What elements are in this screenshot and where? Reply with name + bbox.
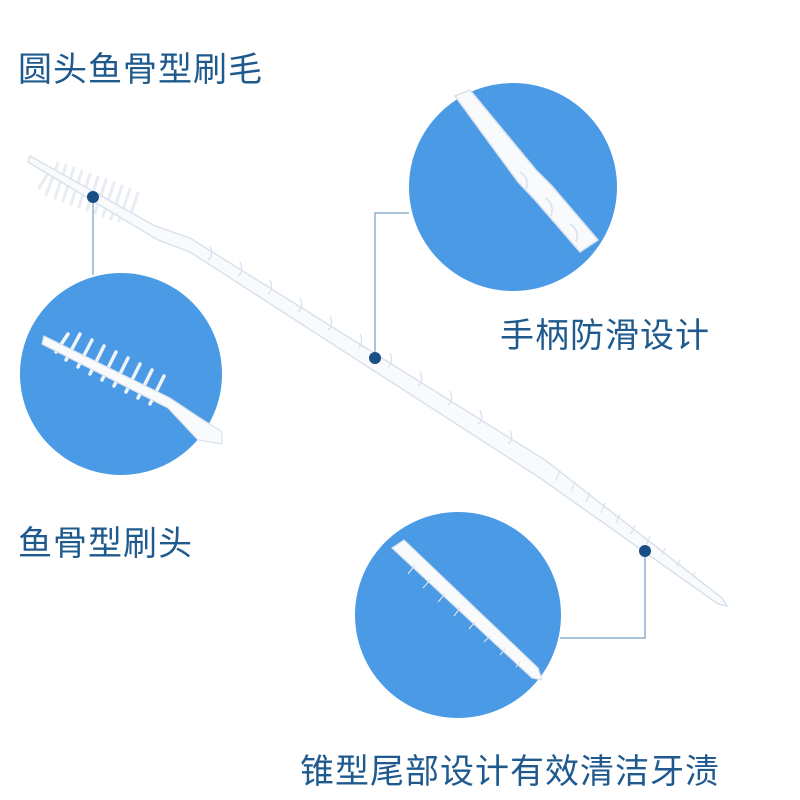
brush-head-marker-dot [87,191,99,203]
handle-marker-dot [369,352,381,364]
brush-head-caption: 鱼骨型刷头 [18,524,193,564]
tail-closeup [391,539,543,681]
tail-caption: 锥型尾部设计有效清洁牙渍 [300,752,720,792]
handle-caption: 手柄防滑设计 [500,316,710,356]
tail-leader-line [560,551,646,639]
tail-detail-circle [355,512,561,718]
tail-marker-dot [639,545,651,557]
handle-leader-line [374,212,409,358]
main-pick [27,154,729,608]
handle-closeup [453,89,600,253]
brush-head-closeup [41,332,223,445]
title-caption: 圆头鱼骨型刷毛 [18,50,263,90]
handle-detail-circle [409,83,617,291]
